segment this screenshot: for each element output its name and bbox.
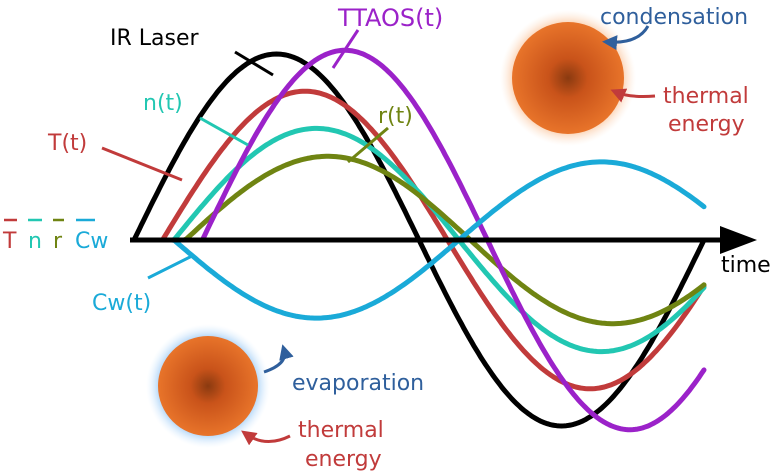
- curve-cw: [131, 159, 707, 321]
- evaporation-label: evaporation: [292, 371, 424, 396]
- T-leader: [101, 146, 183, 182]
- thermal-in-arrow: [610, 88, 656, 103]
- mean-r-symbol: r: [53, 229, 63, 254]
- thermal-energy-bottom-line1: thermal: [298, 418, 384, 443]
- mean-values: T n r Cw: [2, 218, 108, 254]
- curve-ttaos: [131, 47, 707, 433]
- r-label: r(t): [378, 104, 413, 129]
- condensation-arrow: [602, 25, 650, 51]
- cw-label: Cw(t): [92, 291, 151, 316]
- evaporation-arrow: [263, 344, 294, 374]
- condensation-label: condensation: [600, 5, 748, 30]
- droplet-evaporation: [146, 324, 270, 448]
- thermal-energy-top-line1: thermal: [663, 84, 749, 109]
- n-leader: [199, 116, 249, 147]
- curve-r: [131, 153, 707, 327]
- ir-laser-leader: [234, 50, 274, 77]
- ttaos-label: TTAOS(t): [337, 4, 443, 32]
- ir-laser-label: IR Laser: [110, 26, 200, 51]
- time-axis: [130, 226, 757, 254]
- r-leader: [347, 126, 389, 164]
- time-axis-arrowhead: [720, 226, 757, 254]
- cw-leader: [147, 254, 193, 280]
- n-label: n(t): [143, 91, 183, 116]
- T-label: T(t): [47, 131, 87, 156]
- ttaos-leader: [331, 29, 360, 69]
- mean-n-symbol: n: [28, 229, 42, 254]
- thermal-out-arrow: [241, 430, 291, 446]
- time-label: time: [721, 253, 771, 278]
- mean-cw-symbol: Cw: [75, 229, 108, 254]
- thermal-energy-bottom-line2: energy: [305, 447, 382, 472]
- mean-T-symbol: T: [2, 229, 17, 254]
- droplet-condensation: [500, 10, 636, 146]
- thermal-energy-top-line2: energy: [668, 112, 745, 137]
